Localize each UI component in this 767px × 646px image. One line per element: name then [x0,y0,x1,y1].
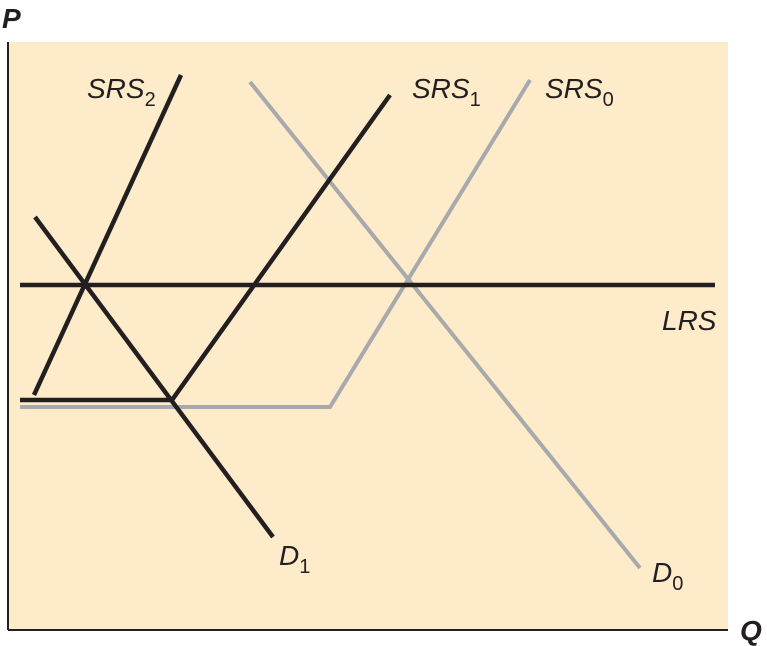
d0-label-name: D [652,557,672,588]
d1-label-name: D [279,540,299,571]
srs2-label: SRS2 [87,73,156,111]
srs2-curve [31,74,184,396]
srs1-label-name: SRS [412,73,470,104]
srs0-label: SRS0 [545,73,614,111]
plot-background [8,42,728,630]
d0-label-sub: 0 [672,573,683,595]
d0-label: D0 [652,557,683,595]
srs0-label-name: SRS [545,73,603,104]
y-axis-title: P [2,3,21,34]
d1-curve [33,215,275,539]
lrs-label-name: LRS [662,305,717,336]
srs1-label-sub: 1 [470,89,481,111]
d0-curve [248,80,642,570]
srs2-label-name: SRS [87,73,145,104]
srs2-label-sub: 2 [145,89,156,111]
lrs-label: LRS [662,305,717,336]
d1-label-sub: 1 [299,556,310,578]
srs1-label: SRS1 [412,73,481,111]
srs0-curve [20,78,532,409]
d1-label: D1 [279,540,310,578]
srs0-label-sub: 0 [603,89,614,111]
x-axis-title: Q [740,615,762,646]
